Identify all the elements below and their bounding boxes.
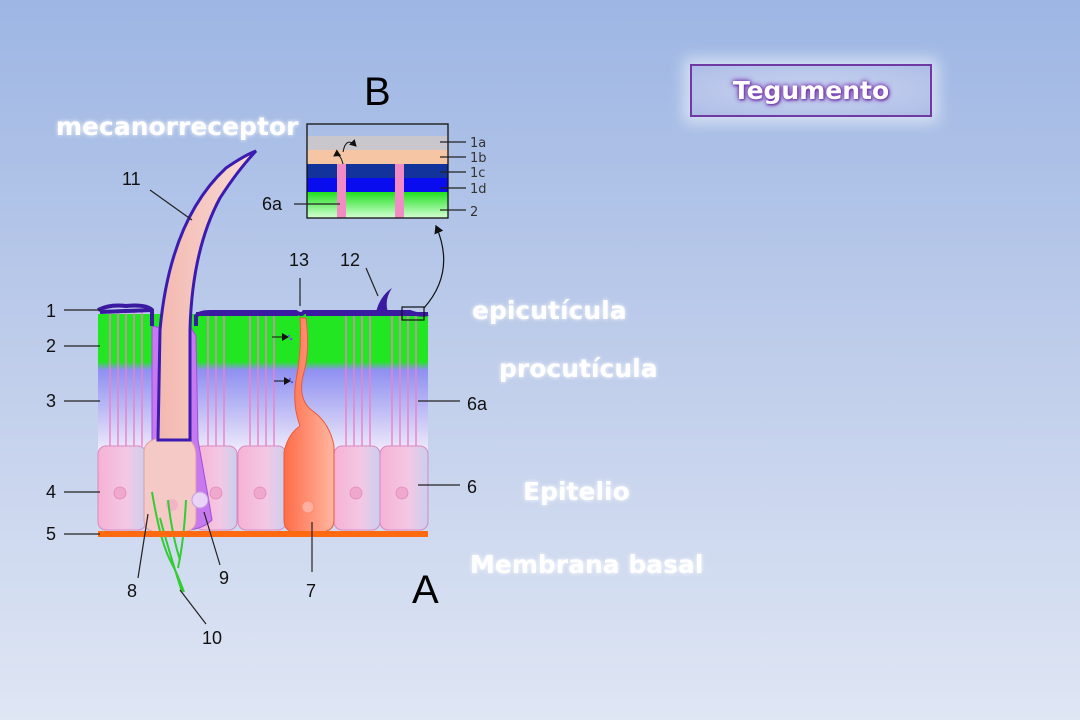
callout-2: 2 <box>46 336 56 356</box>
epithelial-cells <box>97 445 429 531</box>
callout-8: 8 <box>127 581 137 601</box>
inset-callout-1b: 1b <box>470 151 487 166</box>
callout-1: 1 <box>46 301 56 321</box>
basement-membrane <box>98 531 428 537</box>
callout-5: 5 <box>46 524 56 544</box>
callout-12: 12 <box>340 250 360 270</box>
inset-callout-1d: 1d <box>470 182 487 197</box>
callout-7: 7 <box>306 581 316 601</box>
callout-10: 10 <box>202 628 222 648</box>
region-labels: mecanorreceptor epicutícula procutícula … <box>56 112 703 579</box>
inset-callout-1a: 1a <box>470 136 486 151</box>
callout-9: 9 <box>219 568 229 588</box>
zoom-region <box>401 306 425 321</box>
inset-leaders <box>294 141 466 211</box>
inset-frame <box>306 123 449 219</box>
inset-layers <box>306 123 449 219</box>
title-box: Tegumento <box>690 64 932 117</box>
inset-callout-2: 2 <box>470 205 478 220</box>
zoom-arrow <box>423 224 445 309</box>
callout-numbers: 1 2 3 4 5 6 6a 7 8 9 10 11 12 13 <box>46 169 488 648</box>
sensory-cell <box>143 437 197 533</box>
inset-callout-1c: 1c <box>470 166 485 181</box>
secretion-arrows <box>272 333 294 385</box>
callout-6: 6 <box>467 477 477 497</box>
callout-leaders <box>64 189 460 625</box>
pore-canals <box>109 312 417 446</box>
callout-13: 13 <box>289 250 309 270</box>
label-procuticle: procutícula <box>499 354 658 383</box>
inset-callout-6a: 6a <box>262 194 283 214</box>
callout-4: 4 <box>46 482 56 502</box>
callout-11: 11 <box>122 169 141 189</box>
procuticle-layer <box>98 314 428 454</box>
label-mechanoreceptor: mecanorreceptor <box>56 112 299 141</box>
epicuticle-spine <box>376 288 392 312</box>
mechanoreceptor-hair <box>156 149 258 442</box>
label-epicuticle: epicutícula <box>472 296 627 325</box>
callout-6a: 6a <box>467 394 488 414</box>
label-basement-membrane: Membrana basal <box>470 550 703 579</box>
inset-letter: B <box>364 70 391 114</box>
label-epithelium: Epitelio <box>523 477 630 506</box>
inset-callout-numbers: 1a 1b 1c 1d 2 6a <box>262 136 487 220</box>
cuticle-section <box>97 149 445 593</box>
main-letter: A <box>412 568 439 612</box>
callout-3: 3 <box>46 391 56 411</box>
page-title: Tegumento <box>732 76 890 105</box>
